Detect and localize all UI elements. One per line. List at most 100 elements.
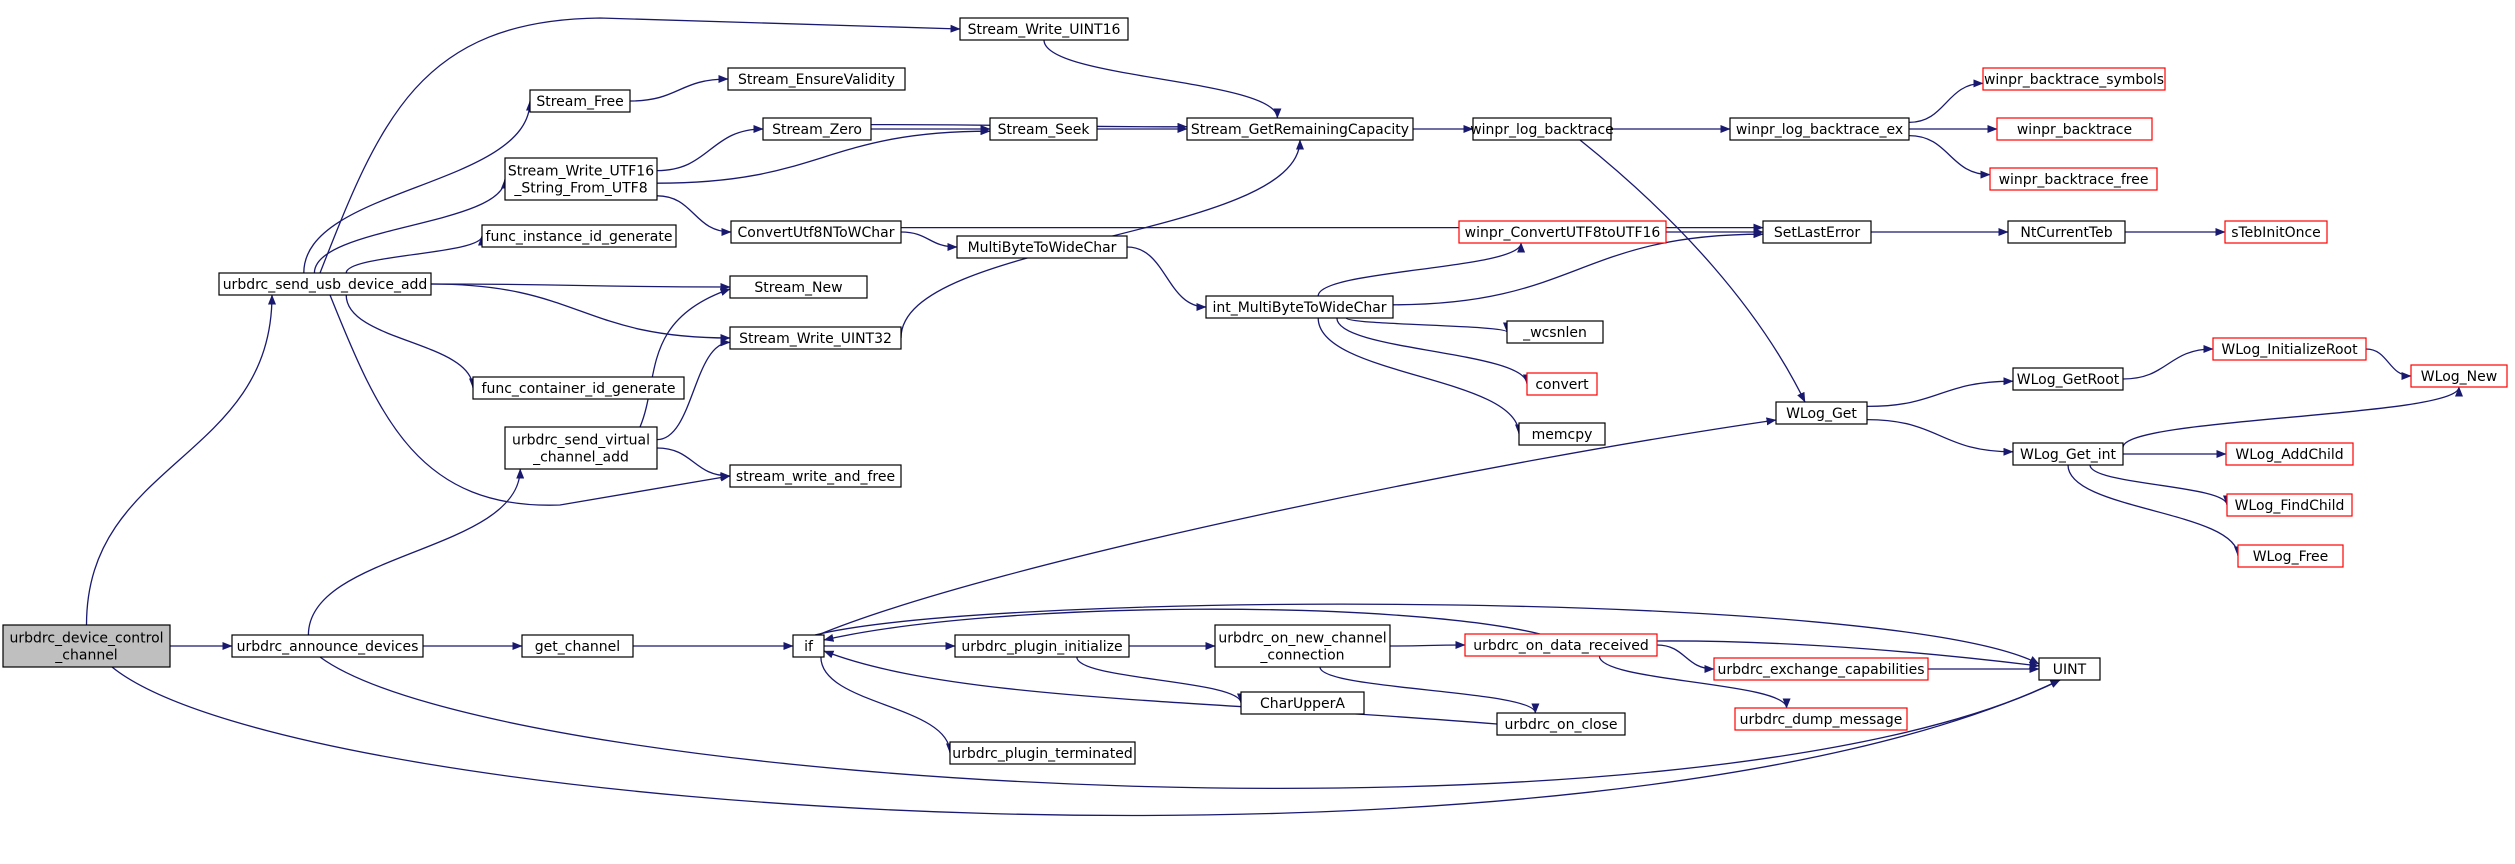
node-exchange_caps[interactable]: urbdrc_exchange_capabilities (1713, 657, 1929, 681)
node-func_instance[interactable]: func_instance_id_generate (481, 224, 677, 248)
node-box-stream_free[interactable] (529, 89, 631, 113)
node-convert[interactable]: convert (1526, 372, 1598, 396)
node-box-wlog_new[interactable] (2410, 364, 2508, 388)
node-box-set_last_error[interactable] (1762, 220, 1872, 244)
node-box-ensure_validity[interactable] (727, 67, 906, 91)
node-plugin_term[interactable]: urbdrc_plugin_terminated (949, 741, 1136, 765)
node-nt_current_teb[interactable]: NtCurrentTeb (2007, 220, 2126, 244)
node-box-uint[interactable] (2038, 657, 2101, 681)
node-box-send_usb[interactable] (218, 272, 432, 296)
node-bt_symbols[interactable]: winpr_backtrace_symbols (1982, 67, 2166, 91)
node-get_channel[interactable]: get_channel (521, 634, 634, 658)
node-box-convert[interactable] (1526, 372, 1598, 396)
node-write_utf16[interactable]: Stream_Write_UTF16_String_From_UTF8 (504, 157, 658, 201)
node-write_and_free[interactable]: stream_write_and_free (729, 464, 902, 488)
node-box-write_utf16[interactable] (504, 157, 658, 201)
node-wlog_get[interactable]: WLog_Get (1775, 401, 1868, 425)
node-write_uint32[interactable]: Stream_Write_UINT32 (729, 326, 902, 350)
node-box-bt_free[interactable] (1989, 167, 2158, 191)
node-box-wlog_get[interactable] (1775, 401, 1868, 425)
node-stream_free[interactable]: Stream_Free (529, 89, 631, 113)
node-send_virtual[interactable]: urbdrc_send_virtual_channel_add (504, 426, 658, 470)
node-box-wlog_find_child[interactable] (2226, 493, 2353, 517)
node-wlog_get_int[interactable]: WLog_Get_int (2012, 442, 2124, 466)
node-stream_write_uint16[interactable]: Stream_Write_UINT16 (959, 17, 1129, 41)
node-box-remaining_capacity[interactable] (1186, 117, 1414, 141)
node-box-nt_current_teb[interactable] (2007, 220, 2126, 244)
node-convert_utf8[interactable]: ConvertUtf8NToWChar (730, 220, 902, 244)
node-conv_utf8_utf16[interactable]: winpr_ConvertUTF8toUTF16 (1458, 220, 1667, 244)
node-box-get_channel[interactable] (521, 634, 634, 658)
node-box-func_instance[interactable] (481, 224, 677, 248)
node-box-wlog_get_root[interactable] (2012, 367, 2124, 391)
node-stream_seek[interactable]: Stream_Seek (989, 117, 1098, 141)
node-wcsnlen[interactable]: _wcsnlen (1506, 320, 1604, 344)
node-stream_new[interactable]: Stream_New (729, 275, 868, 299)
node-log_backtrace[interactable]: winpr_log_backtrace (1470, 117, 1614, 141)
node-if[interactable]: if (792, 634, 825, 658)
node-on_close[interactable]: urbdrc_on_close (1496, 712, 1626, 736)
node-wlog_find_child[interactable]: WLog_FindChild (2226, 493, 2353, 517)
node-box-wcsnlen[interactable] (1506, 320, 1604, 344)
node-box-send_virtual[interactable] (504, 426, 658, 470)
node-int_mb2wc[interactable]: int_MultiByteToWideChar (1205, 295, 1394, 319)
node-box-char_upper[interactable] (1240, 691, 1365, 715)
node-mb2wc[interactable]: MultiByteToWideChar (956, 235, 1128, 259)
node-box-bt_symbols[interactable] (1982, 67, 2166, 91)
node-plugin_init[interactable]: urbdrc_plugin_initialize (954, 634, 1130, 658)
node-wlog_init_root[interactable]: WLog_InitializeRoot (2212, 337, 2367, 361)
node-box-wlog_init_root[interactable] (2212, 337, 2367, 361)
node-dump_message[interactable]: urbdrc_dump_message (1734, 707, 1908, 731)
node-root[interactable]: urbdrc_device_control_channel (2, 624, 171, 668)
node-box-write_and_free[interactable] (729, 464, 902, 488)
node-teb_init_once[interactable]: sTebInitOnce (2224, 220, 2328, 244)
node-box-memcpy[interactable] (1518, 422, 1606, 446)
node-uint[interactable]: UINT (2038, 657, 2101, 681)
node-bt_free[interactable]: winpr_backtrace_free (1989, 167, 2158, 191)
node-send_usb[interactable]: urbdrc_send_usb_device_add (218, 272, 432, 296)
node-box-dump_message[interactable] (1734, 707, 1908, 731)
node-box-stream_write_uint16[interactable] (959, 17, 1129, 41)
node-char_upper[interactable]: CharUpperA (1240, 691, 1365, 715)
node-box-if[interactable] (792, 634, 825, 658)
node-memcpy[interactable]: memcpy (1518, 422, 1606, 446)
node-on_new_channel[interactable]: urbdrc_on_new_channel_connection (1214, 624, 1391, 668)
node-box-stream_new[interactable] (729, 275, 868, 299)
node-set_last_error[interactable]: SetLastError (1762, 220, 1872, 244)
node-box-wlog_add_child[interactable] (2225, 442, 2354, 466)
node-box-plugin_term[interactable] (949, 741, 1136, 765)
node-backtrace[interactable]: winpr_backtrace (1996, 117, 2153, 141)
node-box-convert_utf8[interactable] (730, 220, 902, 244)
node-box-exchange_caps[interactable] (1713, 657, 1929, 681)
node-log_backtrace_ex[interactable]: winpr_log_backtrace_ex (1729, 117, 1910, 141)
node-box-backtrace[interactable] (1996, 117, 2153, 141)
node-wlog_get_root[interactable]: WLog_GetRoot (2012, 367, 2124, 391)
node-box-mb2wc[interactable] (956, 235, 1128, 259)
node-box-teb_init_once[interactable] (2224, 220, 2328, 244)
node-wlog_new[interactable]: WLog_New (2410, 364, 2508, 388)
node-box-root[interactable] (2, 624, 171, 668)
node-box-wlog_get_int[interactable] (2012, 442, 2124, 466)
node-box-announce[interactable] (231, 634, 424, 658)
node-box-plugin_init[interactable] (954, 634, 1130, 658)
node-box-stream_seek[interactable] (989, 117, 1098, 141)
node-box-wlog_free[interactable] (2237, 544, 2344, 568)
node-ensure_validity[interactable]: Stream_EnsureValidity (727, 67, 906, 91)
node-box-log_backtrace_ex[interactable] (1729, 117, 1910, 141)
node-box-conv_utf8_utf16[interactable] (1458, 220, 1667, 244)
node-stream_zero[interactable]: Stream_Zero (762, 117, 872, 141)
node-box-on_new_channel[interactable] (1214, 624, 1391, 668)
node-box-func_container[interactable] (472, 376, 685, 400)
node-wlog_add_child[interactable]: WLog_AddChild (2225, 442, 2354, 466)
node-box-on_data[interactable] (1464, 633, 1658, 657)
node-on_data[interactable]: urbdrc_on_data_received (1464, 633, 1658, 657)
node-func_container[interactable]: func_container_id_generate (472, 376, 685, 400)
node-wlog_free[interactable]: WLog_Free (2237, 544, 2344, 568)
node-box-write_uint32[interactable] (729, 326, 902, 350)
node-box-stream_zero[interactable] (762, 117, 872, 141)
node-box-int_mb2wc[interactable] (1205, 295, 1394, 319)
node-remaining_capacity[interactable]: Stream_GetRemainingCapacity (1186, 117, 1414, 141)
node-box-log_backtrace[interactable] (1472, 117, 1612, 141)
node-box-on_close[interactable] (1496, 712, 1626, 736)
node-announce[interactable]: urbdrc_announce_devices (231, 634, 424, 658)
